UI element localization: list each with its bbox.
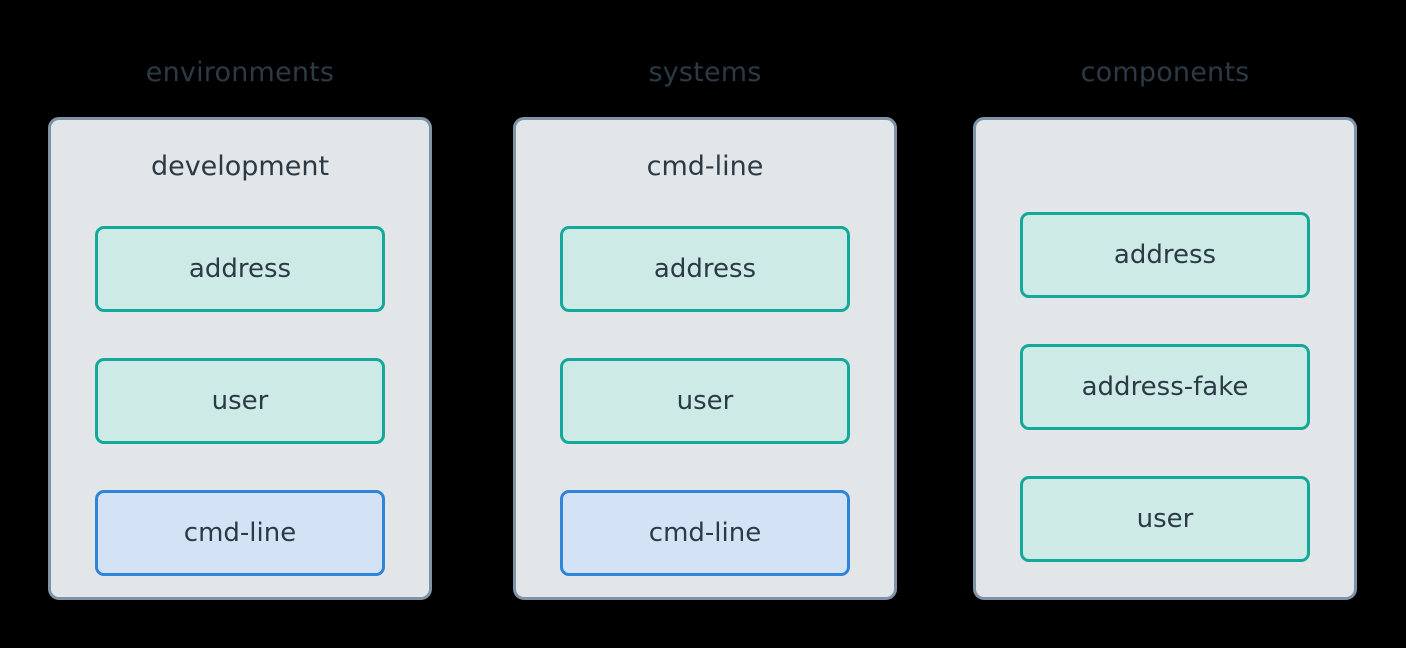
node-list: address address-fake user xyxy=(976,212,1354,562)
column-systems: systems cmd-line address user cmd-line xyxy=(513,0,897,648)
column-environments: environments development address user cmd-li… xyxy=(48,0,432,648)
node-box[interactable]: address-fake xyxy=(1020,344,1310,430)
node-box[interactable]: user xyxy=(560,358,850,444)
column-header-label: components xyxy=(1080,57,1250,88)
node-box[interactable]: address xyxy=(560,226,850,312)
node-label: user xyxy=(1136,504,1194,534)
node-label: address xyxy=(1113,240,1217,270)
node-list: address user cmd-line xyxy=(51,226,429,576)
node-label: cmd-line xyxy=(648,518,762,548)
node-list: address user cmd-line xyxy=(516,226,894,576)
node-label: address-fake xyxy=(1081,372,1249,402)
column-header-label: environments xyxy=(145,57,335,88)
node-label: cmd-line xyxy=(183,518,297,548)
node-box[interactable]: user xyxy=(95,358,385,444)
node-box[interactable]: address xyxy=(1020,212,1310,298)
column-components: components address address-fake user xyxy=(973,0,1357,648)
panel-title: cmd-line xyxy=(646,151,764,182)
node-box[interactable]: user xyxy=(1020,476,1310,562)
node-label: user xyxy=(676,386,734,416)
node-label: user xyxy=(211,386,269,416)
node-label: address xyxy=(188,254,292,284)
panel-systems: cmd-line address user cmd-line xyxy=(513,117,897,600)
panel-title: development xyxy=(150,151,330,182)
column-header-label: systems xyxy=(648,57,762,88)
node-label: address xyxy=(653,254,757,284)
node-box[interactable]: address xyxy=(95,226,385,312)
panel-environments: development address user cmd-line xyxy=(48,117,432,600)
panel-components: address address-fake user xyxy=(973,117,1357,600)
node-box[interactable]: cmd-line xyxy=(95,490,385,576)
node-box[interactable]: cmd-line xyxy=(560,490,850,576)
